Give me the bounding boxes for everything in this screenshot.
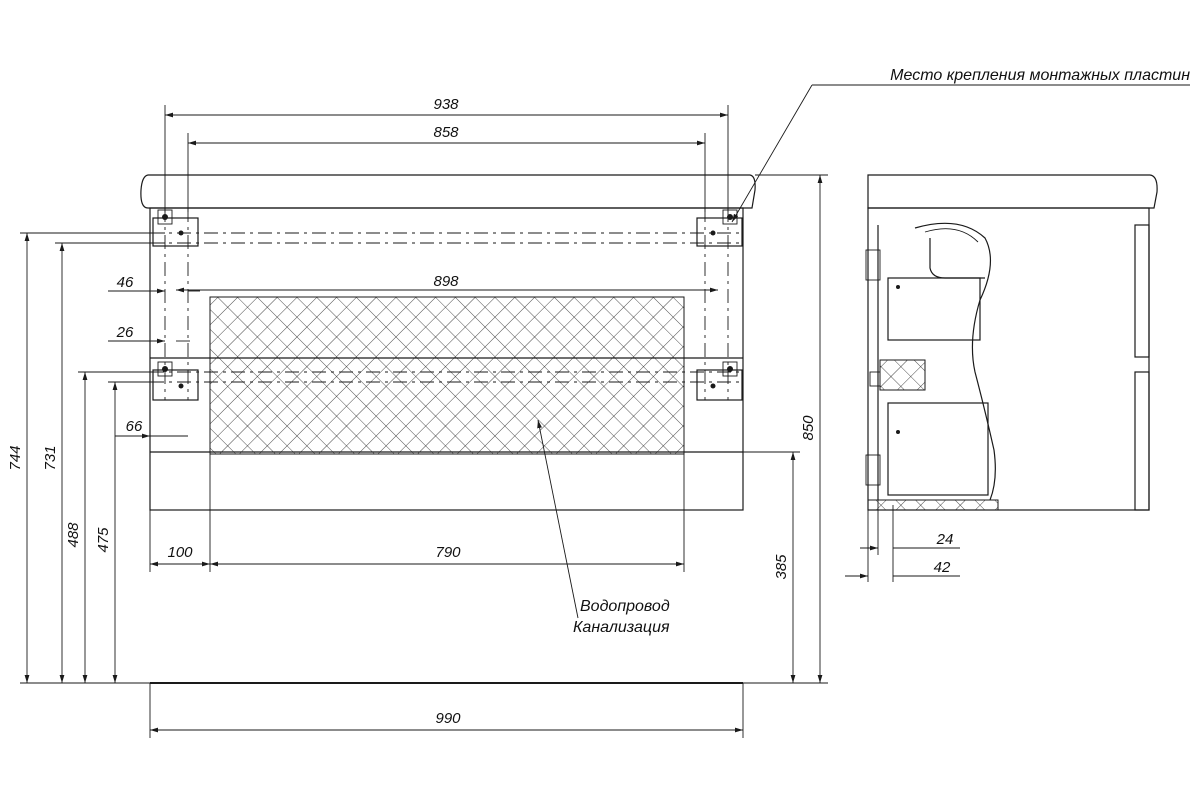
dim-385: 385 bbox=[773, 554, 790, 580]
mounting-bracket-bottom-left bbox=[152, 361, 199, 401]
dim-475: 475 bbox=[95, 527, 112, 553]
dim-24: 24 bbox=[936, 531, 954, 548]
dim-100: 100 bbox=[167, 544, 193, 561]
dim-744: 744 bbox=[7, 445, 24, 470]
dim-990: 990 bbox=[435, 710, 461, 727]
plumbing-zone bbox=[209, 296, 685, 455]
dim-488: 488 bbox=[65, 522, 82, 548]
mounting-bracket-bottom-right bbox=[696, 361, 743, 401]
dim-26: 26 bbox=[116, 324, 134, 341]
mounting-bracket-top-right bbox=[696, 209, 743, 247]
dim-858: 858 bbox=[433, 124, 459, 141]
callout-mounting-plates: Место крепления монтажных пластин bbox=[890, 67, 1190, 84]
dim-42: 42 bbox=[934, 559, 951, 576]
dim-898: 898 bbox=[433, 273, 459, 290]
callout-water-supply: Водопровод bbox=[580, 598, 670, 615]
callouts: Место крепления монтажных пластин Водопр… bbox=[537, 67, 1190, 636]
dim-790: 790 bbox=[435, 544, 461, 561]
dim-850: 850 bbox=[800, 415, 817, 441]
front-dimensions: 938 858 898 46 26 66 100 790 990 bbox=[7, 96, 828, 738]
side-view bbox=[865, 174, 1158, 511]
dim-938: 938 bbox=[433, 96, 459, 113]
side-dimensions: 24 42 bbox=[845, 500, 960, 582]
dim-66: 66 bbox=[126, 418, 143, 435]
mounting-bracket-top-left bbox=[152, 209, 199, 247]
dim-46: 46 bbox=[117, 274, 134, 291]
front-view bbox=[140, 174, 756, 684]
dim-731: 731 bbox=[42, 445, 59, 470]
callout-sewer: Канализация bbox=[573, 619, 670, 636]
